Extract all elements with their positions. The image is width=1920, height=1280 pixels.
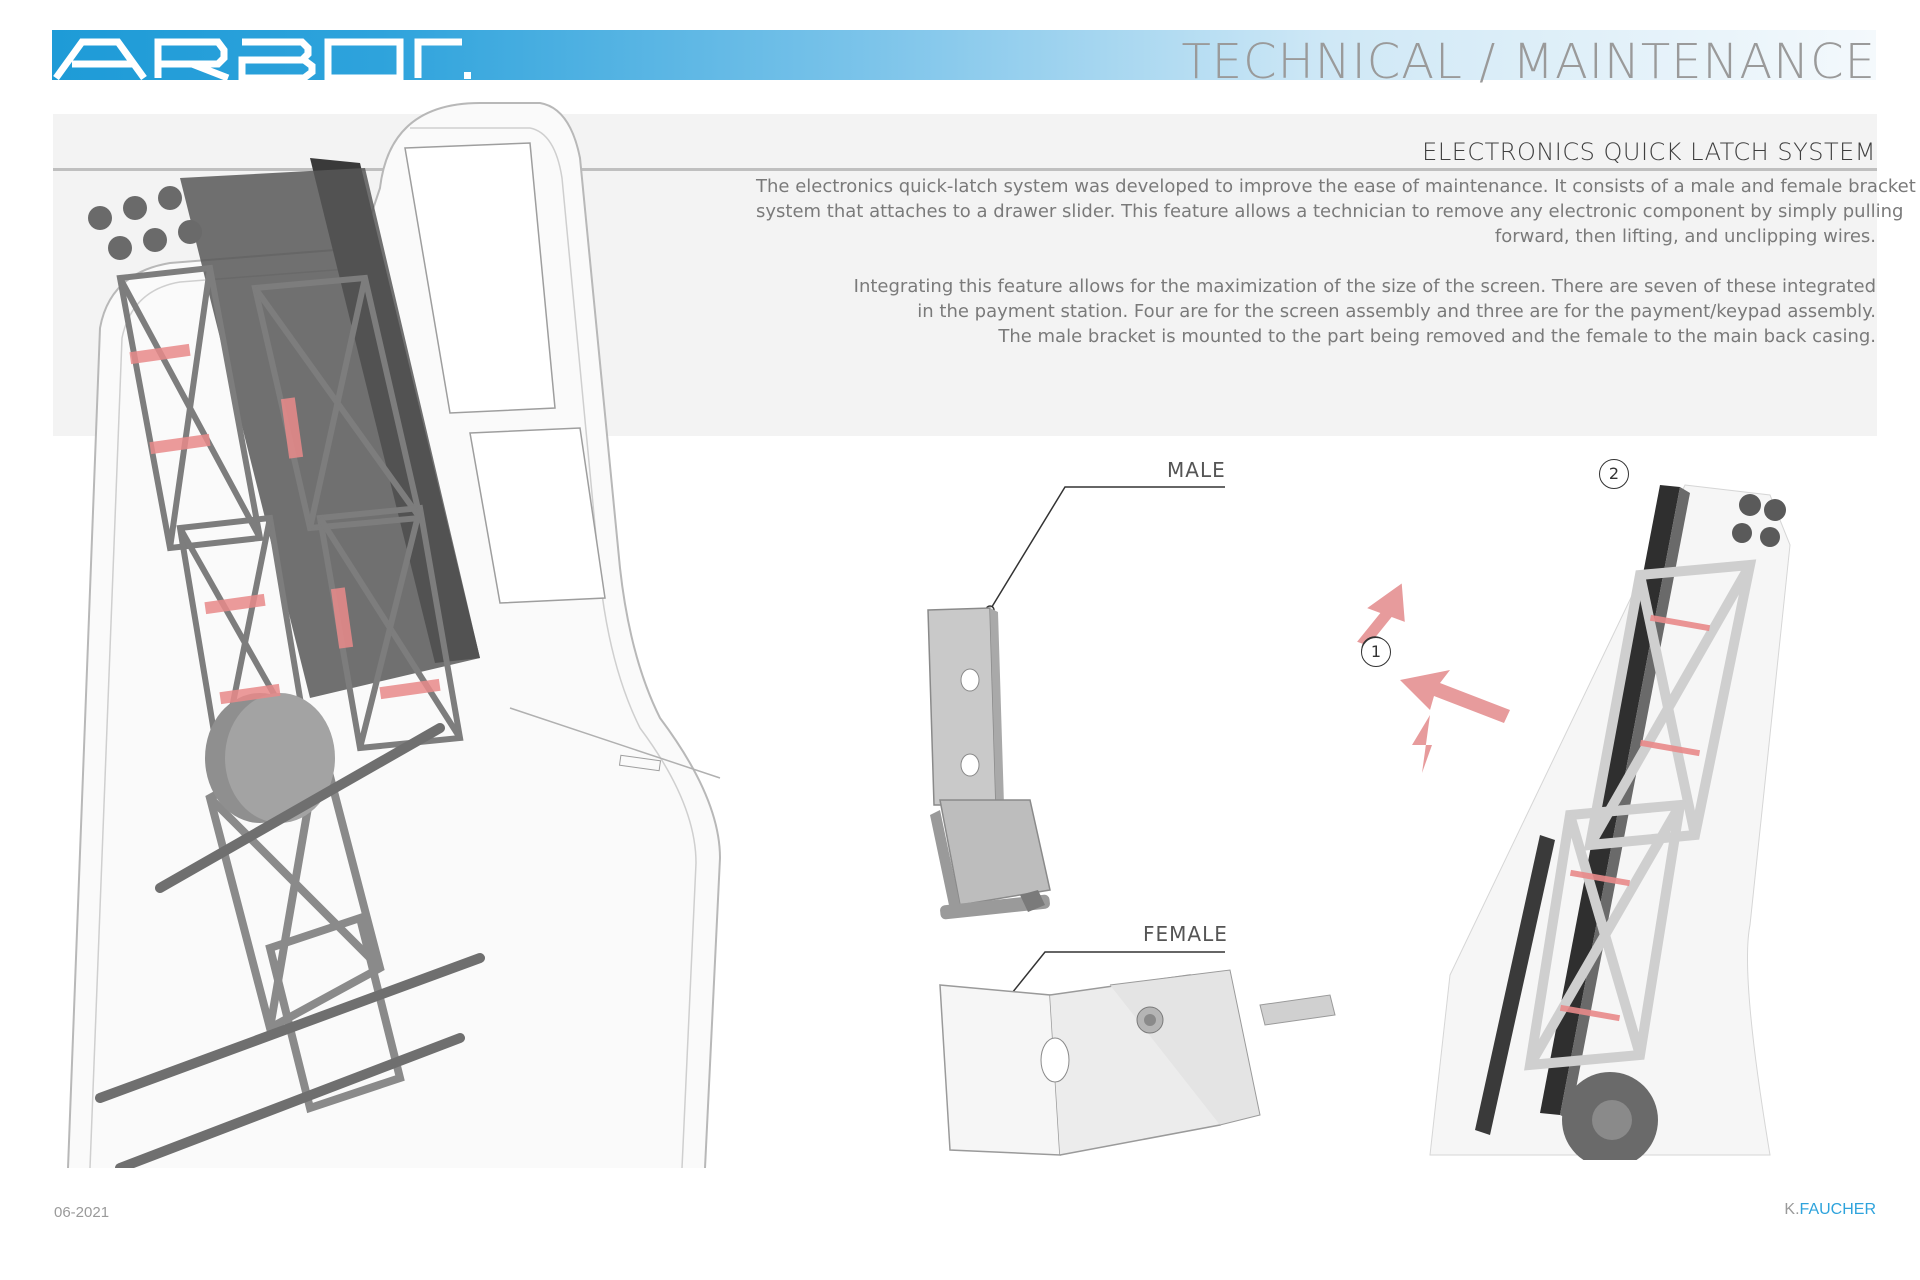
step-1-number: 1 — [1370, 642, 1382, 661]
male-bracket-illustration — [927, 607, 1051, 920]
footer-date: 06-2021 — [54, 1204, 110, 1221]
male-label: MALE — [1167, 458, 1226, 482]
author-name: FAUCHER — [1799, 1201, 1876, 1218]
step-2-marker: 2 — [1599, 459, 1629, 489]
arbor-logo — [52, 36, 472, 82]
author-initial: K. — [1784, 1201, 1800, 1218]
section-title: ELECTRONICS QUICK LATCH SYSTEM — [1422, 138, 1876, 166]
step-2-number: 2 — [1608, 464, 1620, 483]
header-banner — [52, 30, 1876, 80]
page-heading: TECHNICAL / MAINTENANCE — [1181, 34, 1876, 90]
step-1-marker: 1 — [1361, 637, 1391, 667]
paragraph-2-line: Integrating this feature allows for the … — [853, 276, 1876, 297]
description-paragraph-2: Integrating this feature allows for the … — [756, 274, 1876, 349]
female-bracket-illustration — [939, 969, 1350, 1165]
footer-author: K.FAUCHER — [1784, 1201, 1876, 1219]
kiosk-internal-illustration — [67, 102, 722, 1168]
removal-sequence-illustration — [1357, 484, 1791, 1160]
female-label: FEMALE — [1143, 922, 1228, 946]
paragraph-2-line: The male bracket is mounted to the part … — [998, 326, 1876, 347]
paragraph-1-line: system that attaches to a drawer slider.… — [756, 201, 1904, 222]
paragraph-2-line: in the payment station. Four are for the… — [917, 301, 1876, 322]
paragraph-1-line: forward, then lifting, and unclipping wi… — [1494, 226, 1876, 247]
paragraph-1-line: The electronics quick-latch system was d… — [756, 176, 1916, 197]
description-paragraph-1: The electronics quick-latch system was d… — [756, 174, 1916, 249]
arrow-icon — [1357, 583, 1510, 773]
panel-divider — [53, 168, 1877, 171]
